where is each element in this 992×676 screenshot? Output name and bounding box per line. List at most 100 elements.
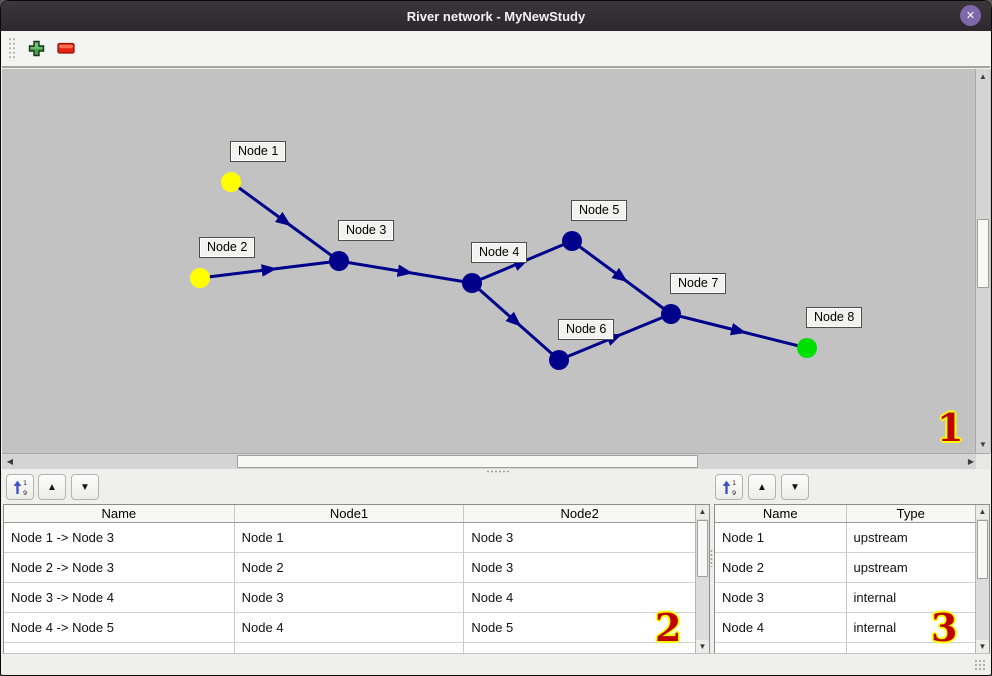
table-row[interactable]: Node 2 upstream [715, 553, 975, 583]
toolbar-drag-handle[interactable] [8, 36, 16, 61]
title-bar: River network - MyNewStudy ✕ [1, 1, 991, 31]
status-bar [2, 653, 990, 674]
table-cell: Node 3 [471, 560, 514, 575]
table-scroll-thumb[interactable] [977, 520, 988, 579]
window-title: River network - MyNewStudy [406, 8, 586, 24]
network-edge[interactable] [571, 239, 672, 316]
node-label[interactable]: Node 7 [670, 273, 727, 294]
svg-text:9: 9 [732, 489, 736, 496]
scroll-right-arrow[interactable]: ▶ [964, 455, 978, 469]
network-edge[interactable] [230, 180, 340, 263]
node-label[interactable]: Node 8 [806, 307, 863, 328]
table-cell: Node 1 [715, 523, 847, 552]
table-cell: internal [853, 620, 897, 635]
network-node[interactable] [221, 172, 241, 192]
nodes-move-down-button[interactable]: ▼ [781, 474, 809, 500]
nodes-move-up-button[interactable]: ▲ [748, 474, 776, 500]
network-node[interactable] [661, 304, 681, 324]
column-header[interactable]: Type [896, 506, 925, 521]
table-cell: Node 4 [471, 590, 514, 605]
up-triangle-icon: ▲ [757, 481, 767, 493]
network-node[interactable] [562, 231, 582, 251]
vertical-scroll-thumb[interactable] [977, 219, 989, 288]
network-node[interactable] [549, 350, 569, 370]
reaches-sort-button[interactable]: 1 9 [6, 474, 34, 500]
network-edge[interactable] [338, 259, 473, 285]
table-row[interactable]: Node 1 upstream [715, 523, 975, 553]
network-edge[interactable] [558, 312, 672, 362]
remove-button[interactable] [56, 40, 76, 58]
vertical-splitter[interactable] [710, 549, 713, 567]
scroll-up-arrow[interactable]: ▲ [976, 70, 990, 84]
canvas-horizontal-scrollbar[interactable]: ◀ ▶ [2, 453, 979, 469]
add-button[interactable] [26, 40, 46, 58]
table-cell: upstream [853, 560, 908, 575]
column-header[interactable]: Name [4, 505, 235, 522]
table-row[interactable]: Node 4 internal [715, 613, 975, 643]
network-node[interactable] [190, 268, 210, 288]
network-graph [190, 172, 817, 370]
horizontal-scroll-thumb[interactable] [237, 455, 698, 468]
empty-row [4, 643, 695, 655]
network-node[interactable] [462, 273, 482, 293]
svg-text:1: 1 [23, 479, 27, 487]
scroll-down-arrow[interactable]: ▼ [976, 438, 990, 452]
network-canvas[interactable]: Node 1 Node 2 Node 3 Node 4 Node 5 Node 6 Node… [2, 69, 991, 453]
node-label[interactable]: Node 6 [558, 319, 615, 340]
nodes-table-scrollbar[interactable]: ▲ ▼ [975, 505, 989, 654]
canvas-vertical-scrollbar[interactable]: ▲ ▼ [975, 69, 990, 453]
network-edge[interactable] [670, 312, 808, 350]
scrollbar-corner [976, 453, 990, 469]
scroll-left-arrow[interactable]: ◀ [3, 455, 17, 469]
nodes-sort-button[interactable]: 1 9 [715, 474, 743, 500]
node-label[interactable]: Node 4 [471, 242, 528, 263]
horizontal-splitter[interactable] [2, 469, 990, 474]
table-cell: Node 1 -> Node 3 [4, 523, 235, 552]
resize-grip-icon[interactable] [974, 659, 986, 671]
table-cell: Node 3 -> Node 4 [4, 583, 235, 612]
reaches-table-scrollbar[interactable]: ▲ ▼ [695, 505, 709, 654]
column-header[interactable]: Name [715, 505, 847, 522]
column-header[interactable]: Node2 [560, 506, 599, 521]
close-button[interactable]: ✕ [960, 5, 981, 26]
table-cell: Node 2 [715, 553, 847, 582]
down-triangle-icon: ▼ [80, 481, 90, 493]
sort-ascending-icon: 1 9 [13, 479, 27, 496]
reaches-move-down-button[interactable]: ▼ [71, 474, 99, 500]
scroll-down-arrow[interactable]: ▼ [696, 640, 709, 654]
network-node[interactable] [329, 251, 349, 271]
scroll-up-arrow[interactable]: ▲ [696, 505, 709, 519]
node-label[interactable]: Node 5 [571, 200, 628, 221]
network-edge[interactable] [471, 281, 560, 362]
list-toolbars: 1 9 ▲ ▼ 1 9 ▲ ▼ [2, 474, 990, 504]
table-cell: Node 3 [471, 530, 514, 545]
table-cell [4, 643, 235, 655]
node-label[interactable]: Node 2 [199, 237, 256, 258]
scroll-up-arrow[interactable]: ▲ [976, 505, 989, 519]
table-cell: Node 4 -> Node 5 [4, 613, 235, 642]
table-cell: upstream [853, 530, 908, 545]
svg-text:1: 1 [732, 479, 736, 487]
up-triangle-icon: ▲ [47, 481, 57, 493]
network-node[interactable] [797, 338, 817, 358]
scroll-down-arrow[interactable]: ▼ [976, 640, 989, 654]
column-header[interactable]: Node1 [235, 505, 465, 522]
main-toolbar [2, 31, 990, 68]
table-cell: Node 3 [235, 583, 465, 612]
reaches-move-up-button[interactable]: ▲ [38, 474, 66, 500]
node-label[interactable]: Node 1 [230, 141, 287, 162]
node-label[interactable]: Node 3 [338, 220, 395, 241]
table-scroll-thumb[interactable] [697, 520, 708, 577]
table-cell: Node 2 [235, 553, 465, 582]
table-cell: Node 4 [715, 613, 847, 642]
network-edge[interactable] [199, 259, 340, 280]
